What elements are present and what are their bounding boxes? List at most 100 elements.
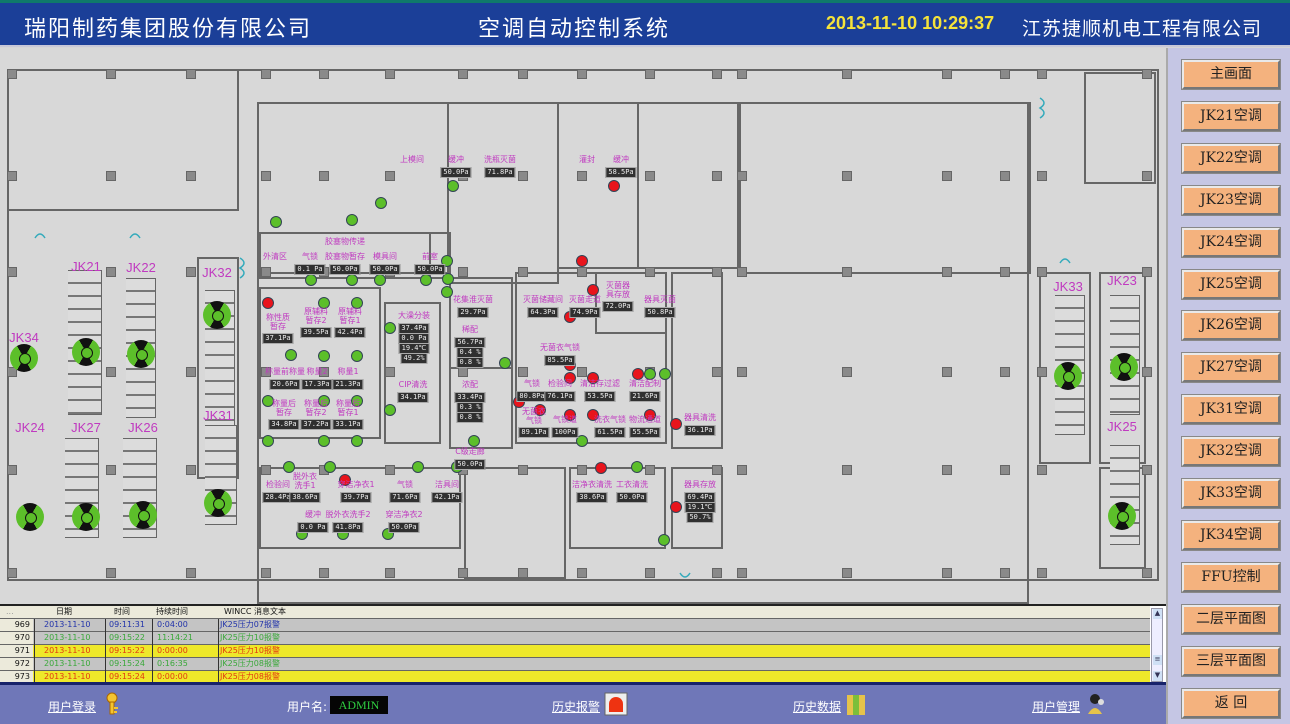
door-ok-indicator[interactable] (499, 357, 511, 369)
col-header-date[interactable]: 日期 (56, 607, 72, 616)
nav-button[interactable]: JK24空调 (1181, 226, 1281, 258)
nav-button[interactable]: JK27空调 (1181, 352, 1281, 384)
fan-icon[interactable] (16, 503, 44, 531)
nav-button[interactable]: 二层平面图 (1181, 603, 1281, 635)
room-sensor-value[interactable]: 36.1Pa (684, 425, 716, 436)
room-sensor-value[interactable]: 50.0Pa (454, 459, 486, 470)
user-management-link[interactable]: 用户管理 (1032, 700, 1081, 714)
room-sensor-value[interactable]: 58.5Pa (605, 167, 637, 178)
door-ok-indicator[interactable] (441, 286, 453, 298)
door-alarm-indicator[interactable] (587, 372, 599, 384)
ahu-label-jk21[interactable]: JK21 (71, 259, 101, 274)
door-ok-indicator[interactable] (375, 197, 387, 209)
room-sensor-value[interactable]: 50.0Pa (616, 492, 648, 503)
door-ok-indicator[interactable] (468, 435, 480, 447)
door-ok-indicator[interactable] (270, 216, 282, 228)
users-icon[interactable] (1086, 692, 1106, 716)
ahu-label-jk32[interactable]: JK32 (202, 265, 232, 280)
door-ok-indicator[interactable] (262, 435, 274, 447)
nav-button[interactable]: JK22空调 (1181, 142, 1281, 174)
nav-button[interactable]: JK31空调 (1181, 394, 1281, 426)
room-sensor-value[interactable]: 0.1 Pa (294, 264, 326, 275)
door-ok-indicator[interactable] (384, 404, 396, 416)
room-sensor-value[interactable]: 61.5Pa (594, 427, 626, 438)
room-sensor-value[interactable]: 49.2% (400, 353, 428, 364)
room-sensor-value[interactable]: 0.8 % (456, 357, 484, 368)
room-sensor-value[interactable]: 85.5Pa (544, 355, 576, 366)
scroll-down-icon[interactable]: ▼ (1153, 671, 1162, 681)
room-sensor-value[interactable]: 38.6Pa (289, 492, 321, 503)
door-alarm-indicator[interactable] (670, 418, 682, 430)
fan-icon[interactable] (72, 503, 100, 531)
alarm-siren-icon[interactable] (604, 692, 628, 716)
ahu-label-jk25[interactable]: JK25 (1107, 419, 1137, 434)
key-icon[interactable] (102, 692, 122, 716)
door-alarm-indicator[interactable] (670, 501, 682, 513)
door-ok-indicator[interactable] (346, 214, 358, 226)
door-ok-indicator[interactable] (351, 297, 363, 309)
room-sensor-value[interactable]: 20.6Pa (269, 379, 301, 390)
door-ok-indicator[interactable] (324, 461, 336, 473)
nav-button[interactable]: 返 回 (1181, 687, 1281, 719)
nav-button[interactable]: FFU控制 (1181, 561, 1281, 593)
fan-icon[interactable] (203, 301, 231, 329)
door-ok-indicator[interactable] (631, 461, 643, 473)
door-ok-indicator[interactable] (351, 350, 363, 362)
door-alarm-indicator[interactable] (587, 409, 599, 421)
room-sensor-value[interactable]: 42.1Pa (431, 492, 463, 503)
room-sensor-value[interactable]: 50.0Pa (369, 264, 401, 275)
door-alarm-indicator[interactable] (534, 404, 546, 416)
room-sensor-value[interactable]: 64.3Pa (527, 307, 559, 318)
door-ok-indicator[interactable] (447, 180, 459, 192)
nav-button[interactable]: JK25空调 (1181, 268, 1281, 300)
door-alarm-indicator[interactable] (644, 409, 656, 421)
nav-button[interactable]: 三层平面图 (1181, 645, 1281, 677)
door-ok-indicator[interactable] (351, 395, 363, 407)
ahu-label-jk23[interactable]: JK23 (1107, 273, 1137, 288)
door-alarm-indicator[interactable] (632, 368, 644, 380)
door-ok-indicator[interactable] (658, 534, 670, 546)
room-sensor-value[interactable]: 41.8Pa (332, 522, 364, 533)
room-sensor-value[interactable]: 76.1Pa (544, 391, 576, 402)
room-sensor-value[interactable]: 38.6Pa (576, 492, 608, 503)
nav-button[interactable]: JK33空调 (1181, 478, 1281, 509)
ahu-label-jk31[interactable]: JK31 (203, 408, 233, 423)
room-sensor-value[interactable]: 80.8Pa (516, 391, 548, 402)
room-sensor-value[interactable]: 42.4Pa (334, 327, 366, 338)
room-sensor-value[interactable]: 21.6Pa (629, 391, 661, 402)
room-sensor-value[interactable]: 21.3Pa (332, 379, 364, 390)
nav-button[interactable]: JK34空调 (1181, 519, 1281, 551)
door-alarm-indicator[interactable] (339, 474, 351, 486)
room-sensor-value[interactable]: 50.0Pa (329, 264, 361, 275)
ahu-label-jk26[interactable]: JK26 (128, 420, 158, 435)
room-sensor-value[interactable]: 39.5Pa (300, 327, 332, 338)
fan-icon[interactable] (1110, 353, 1138, 381)
door-ok-indicator[interactable] (384, 322, 396, 334)
data-history-link[interactable]: 历史数据 (793, 700, 842, 714)
nav-button[interactable]: JK23空调 (1181, 184, 1281, 216)
room-sensor-value[interactable]: 39.7Pa (340, 492, 372, 503)
col-header-time[interactable]: 时间 (114, 607, 130, 616)
alarm-scrollbar[interactable]: ▲ ≡ ▼ (1151, 608, 1163, 682)
door-ok-indicator[interactable] (318, 395, 330, 407)
scroll-thumb[interactable]: ≡ (1153, 655, 1162, 665)
room-sensor-value[interactable]: 50.7% (686, 512, 714, 523)
room-sensor-value[interactable]: 0.0 Pa (297, 522, 329, 533)
door-ok-indicator[interactable] (659, 368, 671, 380)
room-sensor-value[interactable]: 33.1Pa (332, 419, 364, 430)
room-sensor-value[interactable]: 34.1Pa (397, 392, 429, 403)
door-ok-indicator[interactable] (283, 461, 295, 473)
door-ok-indicator[interactable] (442, 273, 454, 285)
door-alarm-indicator[interactable] (564, 372, 576, 384)
door-ok-indicator[interactable] (644, 368, 656, 380)
room-sensor-value[interactable]: 34.8Pa (268, 419, 300, 430)
room-sensor-value[interactable]: 0.8 % (456, 412, 484, 423)
col-header-message[interactable]: WINCC 消息文本 (224, 607, 286, 616)
nav-button[interactable]: JK32空调 (1181, 436, 1281, 468)
room-sensor-value[interactable]: 53.5Pa (584, 391, 616, 402)
